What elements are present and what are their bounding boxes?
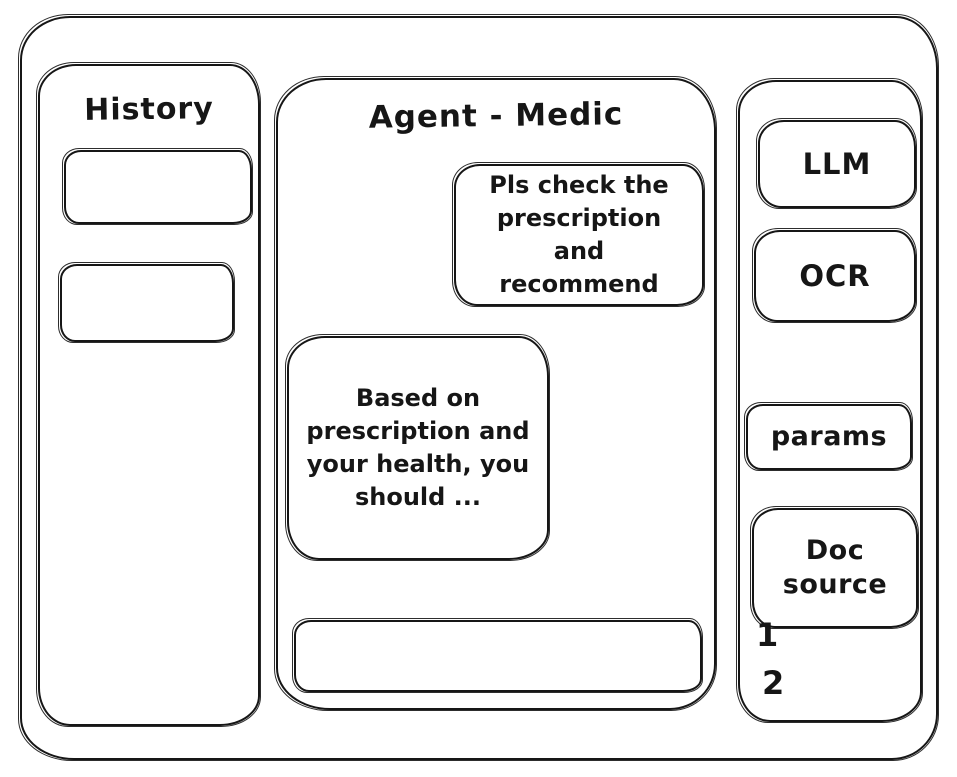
llm-button-label: LLM [802,146,872,181]
ocr-button-label: OCR [799,258,871,293]
chat-panel: Agent - Medic Pls check the prescription… [274,75,717,711]
agent-message-text: Based on prescription and your health, y… [306,383,530,512]
ocr-button[interactable]: OCR [752,227,917,323]
user-message-text: Pls check the prescription and recommend [489,170,669,299]
doc-source-item-1[interactable]: 1 [756,616,779,654]
history-panel-title: History [83,91,215,128]
tools-panel: LLM OCR params Doc source 1 2 [736,77,923,723]
doc-source-item-2[interactable]: 2 [762,664,785,702]
params-button[interactable]: params [744,401,913,471]
doc-source-button[interactable]: Doc source [750,505,919,629]
history-item[interactable] [58,261,235,343]
chat-input[interactable] [302,626,694,686]
history-panel: History [36,61,261,727]
history-item[interactable] [62,147,253,225]
chat-input-box[interactable] [292,617,703,693]
doc-source-button-label: Doc source [782,535,888,600]
chat-panel-title: Agent - Medic [368,96,624,136]
params-button-label: params [770,421,888,453]
llm-button[interactable]: LLM [756,117,917,209]
agent-message-bubble: Based on prescription and your health, y… [285,333,550,561]
user-message-bubble: Pls check the prescription and recommend [452,161,705,307]
